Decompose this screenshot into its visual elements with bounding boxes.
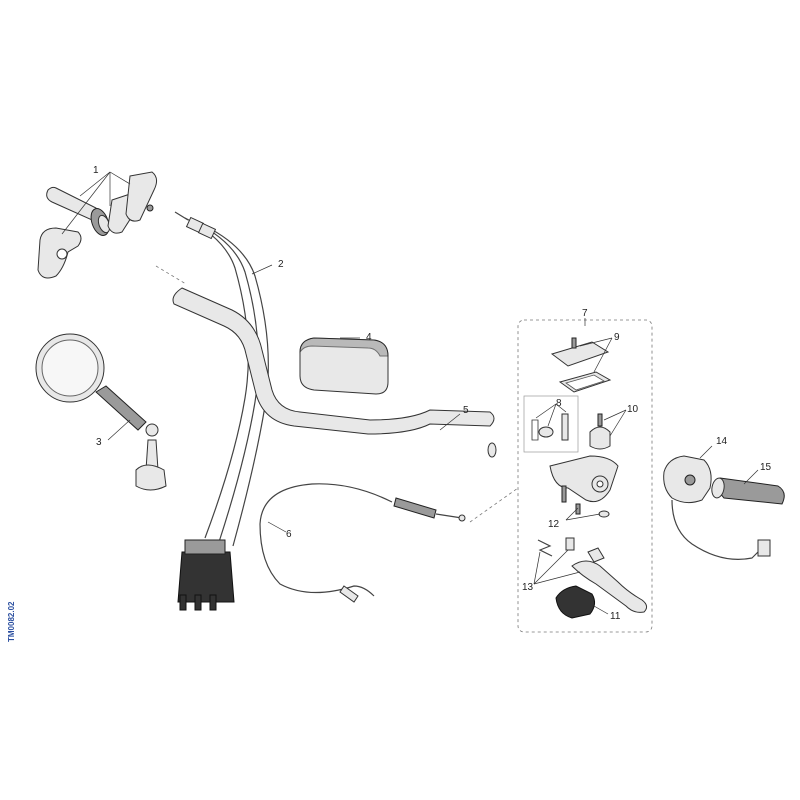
callout-13: 13 (522, 582, 534, 593)
small-parts-inset (523, 395, 579, 453)
callout-9: 9 (614, 332, 620, 343)
diagram-code: TM0082.02 (7, 601, 16, 642)
callout-1: 1 (93, 165, 99, 176)
reservoir-cover (550, 337, 613, 393)
lever-cover (555, 585, 609, 619)
callout-11: 11 (610, 611, 621, 622)
callout-6: 6 (286, 529, 292, 540)
left-grip (711, 469, 785, 505)
handlebar-axis-line (155, 265, 187, 285)
handlebar-pad (299, 337, 389, 395)
mirror-assembly (35, 333, 167, 491)
callout-15: 15 (760, 462, 772, 473)
callout-7: 7 (582, 308, 588, 319)
clutch-lever (533, 537, 648, 613)
clutch-cable (259, 483, 466, 603)
callout-2: 2 (278, 259, 284, 270)
callout-12: 12 (548, 519, 560, 530)
callout-10: 10 (627, 404, 639, 415)
callout-14: 14 (716, 436, 728, 447)
callout-4: 4 (366, 332, 372, 343)
clamp (589, 409, 627, 450)
master-cylinder (549, 455, 619, 503)
left-switch (663, 445, 771, 560)
throttle-assembly (37, 171, 158, 279)
callout-5: 5 (463, 405, 469, 416)
screws (561, 485, 610, 521)
clutch-group-box (469, 318, 653, 633)
wiring-harness (174, 211, 273, 611)
callout-8: 8 (556, 398, 562, 409)
handlebar (172, 287, 497, 458)
callout-3: 3 (96, 437, 102, 448)
